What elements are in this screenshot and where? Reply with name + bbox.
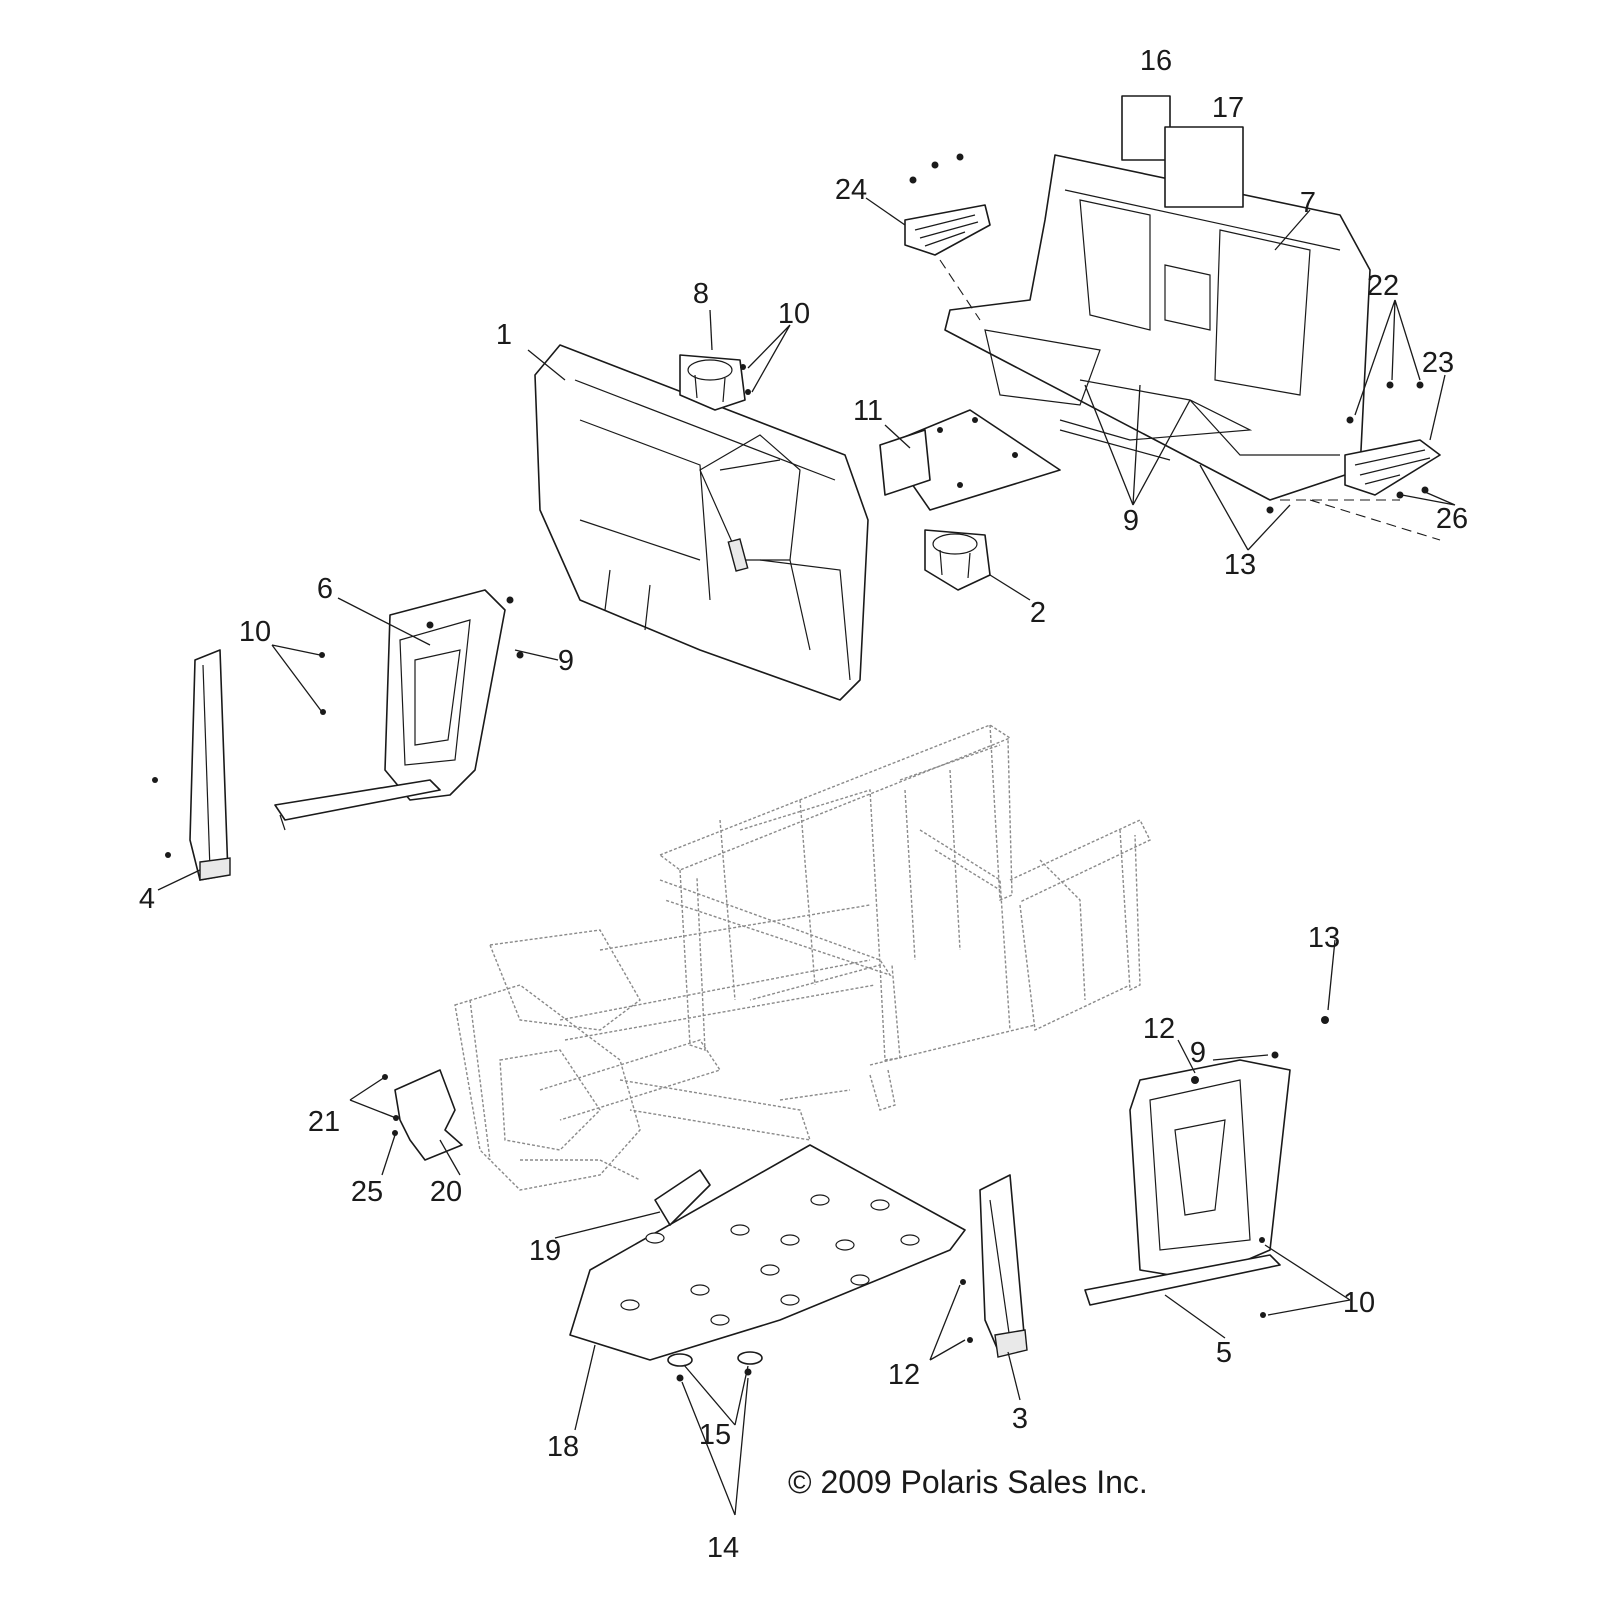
callout-20: 20 [430, 1176, 462, 1208]
part-4-pillar-trim [189, 649, 231, 881]
callout-9-left: 9 [558, 645, 574, 677]
part-23-footrest [1344, 439, 1441, 496]
callout-5: 5 [1216, 1337, 1232, 1369]
part-18-skid-plate [569, 1144, 966, 1361]
callout-10-right: 10 [1343, 1287, 1375, 1319]
callout-7: 7 [1300, 187, 1316, 219]
leader-lines [157, 197, 1456, 1516]
callout-15: 15 [699, 1419, 731, 1451]
part-5-side-panel [1084, 1059, 1291, 1306]
callout-23: 23 [1422, 347, 1454, 379]
part-15-grommet-a [667, 1353, 693, 1367]
callout-13-rear: 13 [1224, 549, 1256, 581]
callout-10-left: 10 [239, 616, 271, 648]
callout-16: 16 [1140, 45, 1172, 77]
callout-6: 6 [317, 573, 333, 605]
callout-21: 21 [308, 1106, 340, 1138]
part-24-footrest [904, 204, 991, 256]
callout-10-top: 10 [778, 298, 810, 330]
callout-9-right: 9 [1190, 1037, 1206, 1069]
callout-8: 8 [693, 278, 709, 310]
callout-12-top: 12 [1143, 1013, 1175, 1045]
callout-2: 2 [1030, 597, 1046, 629]
callout-13-right: 13 [1308, 922, 1340, 954]
part-3-pillar-trim [979, 1174, 1028, 1358]
callout-9-rear: 9 [1123, 505, 1139, 537]
callout-18: 18 [547, 1431, 579, 1463]
part-6-side-panel [274, 589, 506, 831]
alignment-lines [939, 259, 1441, 541]
part-19-bracket [654, 1169, 711, 1226]
part-8-cup-holder [679, 354, 751, 411]
part-17-decal [1164, 126, 1244, 208]
callout-25: 25 [351, 1176, 383, 1208]
callout-12-bottom: 12 [888, 1359, 920, 1391]
callout-24: 24 [835, 174, 867, 206]
part-15-grommet-b [737, 1351, 763, 1365]
part-20-gasket [394, 1069, 463, 1161]
callout-3: 3 [1012, 1403, 1028, 1435]
part-16-decal [1121, 95, 1171, 161]
callout-11: 11 [853, 395, 883, 427]
callout-labels: 1 2 3 4 5 6 7 8 9 9 9 10 10 10 11 12 12 … [139, 45, 1468, 1564]
callout-1: 1 [496, 319, 512, 351]
part-2-cup-holder [924, 529, 991, 591]
callout-26: 26 [1436, 503, 1468, 535]
vehicle-frame [454, 724, 1151, 1191]
callout-17: 17 [1212, 92, 1244, 124]
callout-4: 4 [139, 883, 155, 915]
callout-14: 14 [707, 1532, 739, 1564]
callout-19: 19 [529, 1235, 561, 1267]
callout-22: 22 [1367, 270, 1399, 302]
part-1-dash-panel [534, 344, 869, 701]
part-11-plate [879, 409, 1061, 511]
copyright-notice: © 2009 Polaris Sales Inc. [788, 1464, 1148, 1500]
